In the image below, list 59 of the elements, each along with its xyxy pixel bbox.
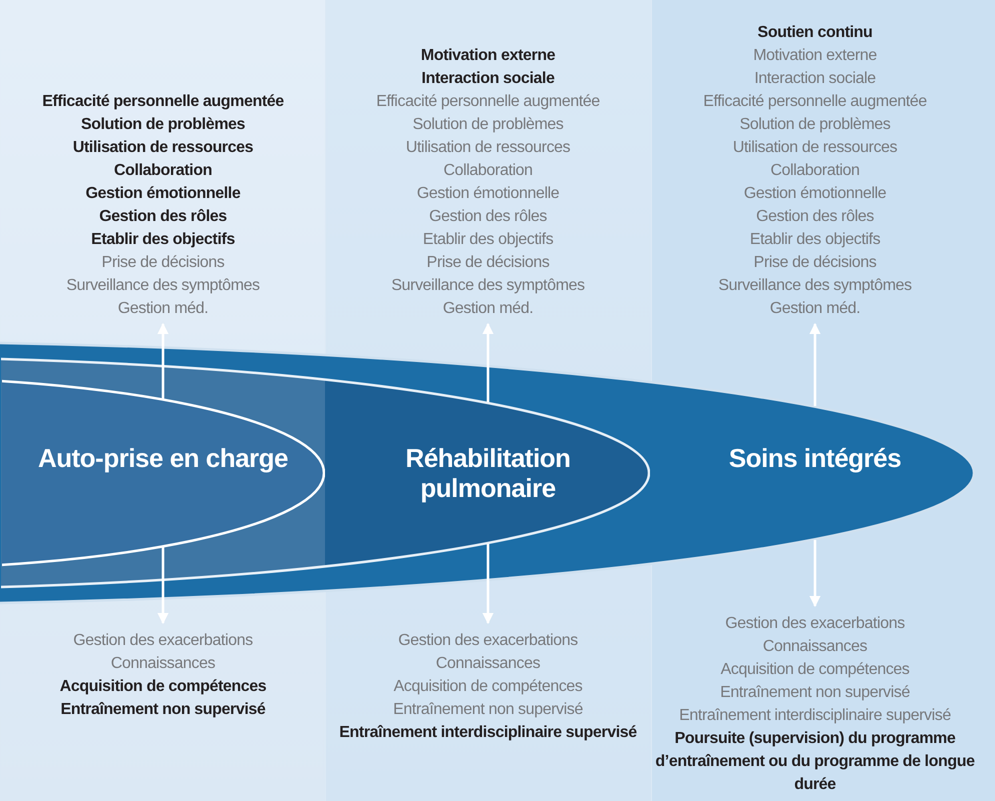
list-item: Motivation externe xyxy=(420,46,556,66)
list-item: Entraînement non supervisé xyxy=(60,700,266,720)
list-item: Solution de problèmes xyxy=(740,115,890,135)
list-item: Collaboration xyxy=(114,161,212,181)
list-item: Prise de décisions xyxy=(754,253,876,273)
list-item: Utilisation de ressources xyxy=(732,138,898,158)
list-item: Gestion des rôles xyxy=(756,207,874,227)
list-item: Etablir des objectifs xyxy=(91,230,235,250)
list-item: Gestion émotionnelle xyxy=(744,184,886,204)
list-item: Prise de décisions xyxy=(426,253,550,273)
arrow xyxy=(157,547,169,624)
list-item: Efficacité personnelle augmentée xyxy=(376,92,600,112)
list-item: Collaboration xyxy=(443,161,533,181)
list-item: Surveillance des symptômes xyxy=(391,276,585,296)
list-item: Efficacité personnelle augmentée xyxy=(703,92,927,112)
list-item: Gestion méd. xyxy=(118,299,208,319)
list-item: Entraînement interdisciplinaire supervisé xyxy=(339,723,637,743)
list-item: Gestion méd. xyxy=(770,299,860,319)
arrow xyxy=(482,322,494,402)
list-item: Interaction sociale xyxy=(754,69,876,89)
list-item: Interaction sociale xyxy=(422,69,554,89)
list-item: Utilisation de ressources xyxy=(72,138,254,158)
list-item: Prise de décisions xyxy=(102,253,224,273)
ellipse-label: Auto-prise en charge xyxy=(36,443,290,473)
ellipse-label: Réhabilitation pulmonaire xyxy=(404,443,572,503)
list-item: Surveillance des symptômes xyxy=(66,276,260,296)
list-item: Efficacité personnelle augmentée xyxy=(42,92,284,112)
list-item: Surveillance des symptômes xyxy=(718,276,912,296)
list-item: Soutien continu xyxy=(758,23,872,43)
arrow xyxy=(809,540,821,608)
list-item: Connaissances xyxy=(436,654,540,674)
list-item: Entraînement non supervisé xyxy=(393,700,583,720)
arrow xyxy=(482,544,494,624)
list-item: Motivation externe xyxy=(753,46,877,66)
list-item: Poursuite (supervision) du programme d’entraînement ou du programme de longue durée xyxy=(654,729,976,795)
list-item: Acquisition de compétences xyxy=(720,660,910,680)
list-item: Connaissances xyxy=(762,637,868,657)
list-item: Gestion des rôles xyxy=(99,207,227,227)
list-item: Utilisation de ressources xyxy=(406,138,570,158)
list-item: Gestion des exacerbations xyxy=(398,631,578,651)
list-item: Acquisition de compétences xyxy=(60,677,266,697)
list-item: Gestion des rôles xyxy=(429,207,547,227)
list-item: Connaissances xyxy=(110,654,216,674)
list-item: Acquisition de compétences xyxy=(394,677,582,697)
list-item: Entraînement non supervisé xyxy=(720,683,910,703)
arrow xyxy=(157,322,169,399)
list-item: Etablir des objectifs xyxy=(422,230,554,250)
list-item: Collaboration xyxy=(770,161,860,181)
list-item: Etablir des objectifs xyxy=(750,230,880,250)
arrow xyxy=(809,322,821,406)
list-item: Solution de problèmes xyxy=(412,115,564,135)
list-item: Gestion émotionnelle xyxy=(86,184,240,204)
list-item: Solution de problèmes xyxy=(80,115,246,135)
list-item: Gestion méd. xyxy=(442,299,534,319)
list-item: Gestion des exacerbations xyxy=(73,631,253,651)
list-item: Entraînement interdisciplinaire supervisé xyxy=(679,706,951,726)
list-item: Gestion émotionnelle xyxy=(416,184,560,204)
list-item: Gestion des exacerbations xyxy=(725,614,905,634)
ellipse-label: Soins intégrés xyxy=(728,443,902,473)
